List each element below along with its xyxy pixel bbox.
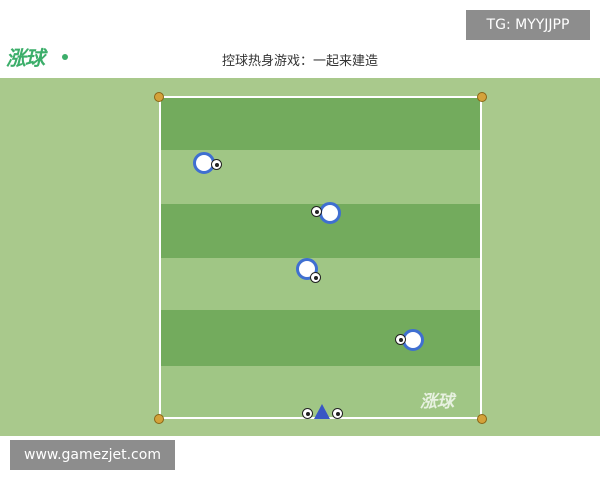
diagram-title: 控球热身游戏：一起来建造 [221,54,378,69]
corner-marker [477,414,487,424]
corner-marker [154,92,164,102]
logo-dot-icon [62,54,68,60]
player-marker [319,202,341,224]
ball-icon [311,206,322,217]
cone-icon [314,404,330,419]
watermark-logo: 涨球 [420,392,454,412]
training-field [159,96,482,419]
corner-marker [154,414,164,424]
url-badge: www.gamezjet.com [10,440,175,470]
ball-icon [395,334,406,345]
ball-icon [211,159,222,170]
ball-icon [332,408,343,419]
ball-icon [302,408,313,419]
ball-icon [310,272,321,283]
field-stripe [161,98,480,150]
field-stripe [161,258,480,310]
tg-badge: TG: MYYJJPP [466,10,590,40]
brand-logo: 涨球 [6,46,45,70]
header: 涨球 控球热身游戏：一起来建造 TG: MYYJJPP [0,0,600,78]
field-stripe [161,310,480,366]
corner-marker [477,92,487,102]
